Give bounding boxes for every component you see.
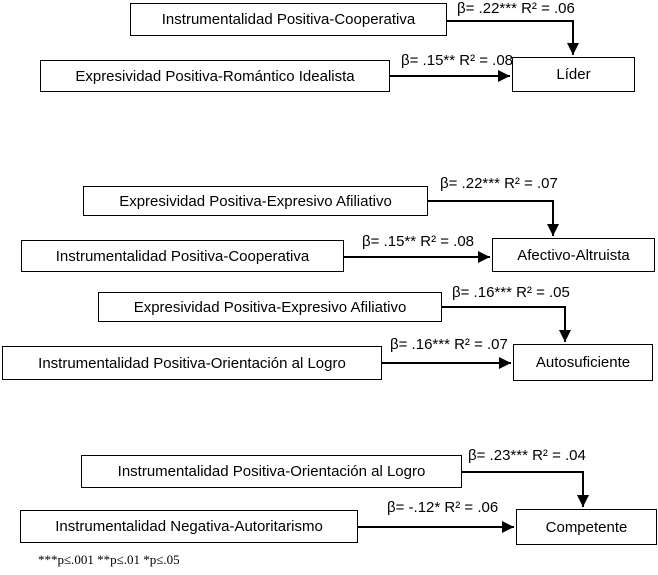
predictor-box-bottom: Instrumentalidad Positiva-Orientación al…: [2, 346, 382, 380]
predictor-box-bottom: Expresividad Positiva-Romántico Idealist…: [40, 60, 390, 92]
coefficient-label-bottom: β= .15** R² = .08: [362, 233, 475, 250]
coefficient-label-top: β= .22*** R² = .07: [440, 175, 558, 192]
outcome-box: Autosuficiente: [513, 344, 653, 381]
predictor-box-top: Instrumentalidad Positiva-Orientación al…: [81, 455, 462, 488]
outcome-box: Competente: [516, 509, 657, 545]
predictor-box-top: Instrumentalidad Positiva-Cooperativa: [130, 3, 447, 36]
predictor-box-bottom: Instrumentalidad Positiva-Cooperativa: [21, 240, 344, 272]
coefficient-label-top: β= .23*** R² = .04: [468, 447, 586, 464]
coefficient-label-bottom: β= .15** R² = .08: [401, 52, 514, 69]
arrow-elbow-afectivo: [428, 200, 559, 236]
coefficient-label-bottom: β= .16*** R² = .07: [390, 336, 508, 353]
coefficient-label-top: β= .16*** R² = .05: [452, 284, 570, 301]
predictor-box-bottom: Instrumentalidad Negativa-Autoritarismo: [20, 510, 358, 543]
coefficient-label-bottom: β= -.12* R² = .06: [387, 499, 499, 516]
significance-footnote: ***p≤.001 **p≤.01 *p≤.05: [38, 552, 180, 567]
arrow-elbow-lider: [447, 20, 579, 55]
coefficient-label-top: β= .22*** R² = .06: [457, 0, 575, 17]
predictor-box-top: Expresividad Positiva-Expresivo Afiliati…: [98, 292, 442, 322]
predictor-box-top: Expresividad Positiva-Expresivo Afiliati…: [83, 186, 428, 216]
outcome-box: Afectivo-Altruista: [492, 238, 655, 272]
outcome-box: Líder: [512, 57, 635, 92]
